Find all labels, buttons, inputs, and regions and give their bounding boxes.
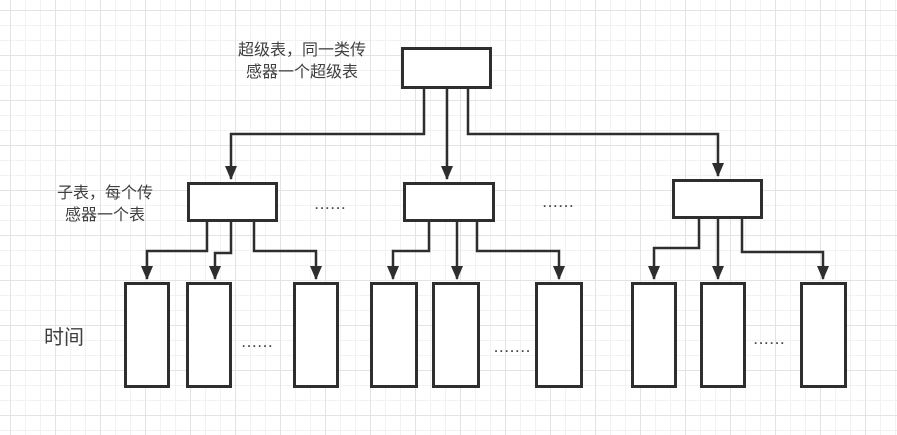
connector-childmiddle-to-leaf-1 xyxy=(387,222,431,280)
leaf-node-right-1 xyxy=(631,282,677,388)
leaf-node-right-2 xyxy=(700,282,746,388)
sub-table-label: 子表，每个传 感器一个表 xyxy=(56,185,153,224)
leaf-node-left-3 xyxy=(293,282,339,388)
connector-childmiddle-to-leaf-3 xyxy=(475,222,565,280)
leaf-node-left-1 xyxy=(124,282,170,388)
ellipsis-leaf-row-right: ...... xyxy=(753,333,787,347)
connector-super-to-child-right xyxy=(466,89,724,177)
super-table-label: 超级表，同一类传 感器一个超级表 xyxy=(237,42,366,81)
connector-super-to-child-left xyxy=(225,89,426,180)
time-label: 时间 xyxy=(44,327,84,349)
connector-childleft-to-leaf-3 xyxy=(252,222,322,280)
leaf-node-middle-2 xyxy=(432,282,480,388)
connector-childright-to-leaf-1 xyxy=(648,219,701,280)
ellipsis-leaf-row-middle: ....... xyxy=(494,341,532,355)
ellipsis-leaf-row-left: ...... xyxy=(241,336,275,350)
child-table-node-right xyxy=(672,179,763,219)
leaf-node-middle-1 xyxy=(370,282,418,388)
ellipsis-child-row-1: ...... xyxy=(314,198,348,212)
leaf-node-middle-3 xyxy=(535,282,583,388)
child-table-node-left xyxy=(187,182,278,222)
ellipsis-child-row-2: ...... xyxy=(542,196,576,210)
leaf-node-left-2 xyxy=(186,282,232,388)
super-table-node xyxy=(401,47,492,89)
connector-childleft-to-leaf-2 xyxy=(209,222,233,280)
child-table-node-middle xyxy=(403,182,495,222)
connector-childleft-to-leaf-1 xyxy=(141,222,209,280)
connector-childright-to-leaf-3 xyxy=(740,219,829,280)
leaf-node-right-3 xyxy=(800,282,847,388)
